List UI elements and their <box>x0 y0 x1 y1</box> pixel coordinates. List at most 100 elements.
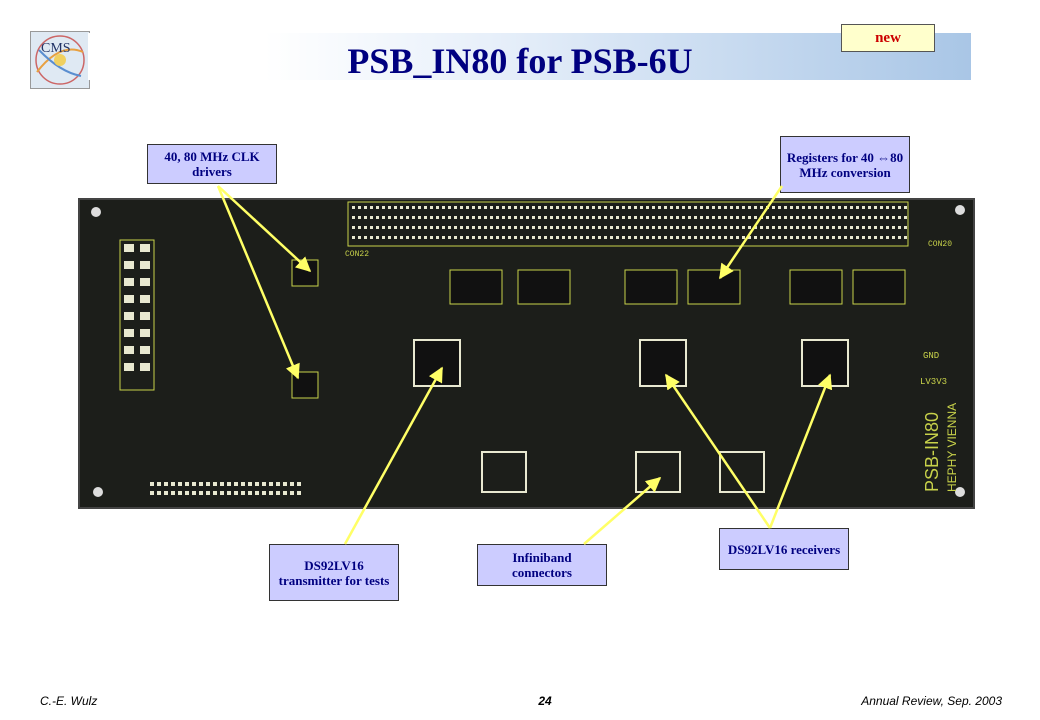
dip-switch <box>140 329 150 337</box>
connector-pin <box>592 236 595 239</box>
connector-pin <box>406 236 409 239</box>
connector-pin <box>712 236 715 239</box>
connector-pin <box>370 216 373 219</box>
connector-pin <box>808 226 811 229</box>
connector-pin <box>730 226 733 229</box>
header-pin <box>171 482 175 486</box>
header-pin <box>206 491 210 495</box>
title-band <box>88 33 971 80</box>
connector-pin <box>502 226 505 229</box>
connector-pin <box>706 216 709 219</box>
connector-pin <box>856 226 859 229</box>
connector-pin <box>520 226 523 229</box>
connector-pin <box>502 236 505 239</box>
connector-pin <box>430 236 433 239</box>
connector-pin <box>478 206 481 209</box>
connector-pin <box>772 216 775 219</box>
connector-pin <box>670 236 673 239</box>
connector-pin <box>844 226 847 229</box>
connector-pin <box>520 206 523 209</box>
connector-pin <box>820 216 823 219</box>
connector-pin <box>610 216 613 219</box>
connector-pin <box>874 226 877 229</box>
header-pin <box>290 491 294 495</box>
connector-pin <box>898 226 901 229</box>
connector-pin <box>634 206 637 209</box>
dip-switch <box>140 346 150 354</box>
connector-pin <box>814 206 817 209</box>
connector-pin <box>754 216 757 219</box>
connector-pin <box>862 216 865 219</box>
footer-event: Annual Review, Sep. 2003 <box>861 694 1002 708</box>
connector-pin <box>478 226 481 229</box>
connector-pin <box>724 216 727 219</box>
connector-pin <box>364 236 367 239</box>
connector-pin <box>892 206 895 209</box>
connector-pin <box>592 226 595 229</box>
connector-pin <box>616 206 619 209</box>
connector-pin <box>652 216 655 219</box>
connector-pin <box>448 226 451 229</box>
header-pin <box>199 491 203 495</box>
connector-pin <box>424 226 427 229</box>
connector-pin <box>700 216 703 219</box>
connector-pin <box>856 236 859 239</box>
connector-pin <box>832 216 835 219</box>
connector-pin <box>616 236 619 239</box>
connector-pin <box>562 206 565 209</box>
connector-pin <box>628 216 631 219</box>
header-pin <box>227 491 231 495</box>
connector-pin <box>652 236 655 239</box>
connector-pin <box>718 216 721 219</box>
connector-pin <box>790 226 793 229</box>
connector-pin <box>664 206 667 209</box>
connector-pin <box>634 216 637 219</box>
connector-pin <box>736 236 739 239</box>
connector-pin <box>352 206 355 209</box>
connector-pin <box>358 226 361 229</box>
connector-pin <box>904 236 907 239</box>
connector-pin <box>490 216 493 219</box>
connector-pin <box>748 206 751 209</box>
footer-author: C.-E. Wulz <box>40 694 98 708</box>
connector-pin <box>394 206 397 209</box>
connector-pin <box>874 216 877 219</box>
connector-pin <box>364 216 367 219</box>
connector-pin <box>778 206 781 209</box>
header-pin <box>297 482 301 486</box>
header-pin <box>178 482 182 486</box>
connector-pin <box>868 236 871 239</box>
connector-pin <box>868 216 871 219</box>
dip-switch <box>140 244 150 252</box>
connector-pin <box>694 236 697 239</box>
dip-switch <box>124 363 134 371</box>
connector-pin <box>562 236 565 239</box>
connector-pin <box>694 216 697 219</box>
dip-switch <box>140 261 150 269</box>
header-pin <box>157 482 161 486</box>
connector-pin <box>394 226 397 229</box>
connector-pin <box>904 226 907 229</box>
connector-pin <box>424 216 427 219</box>
header-pin <box>241 491 245 495</box>
connector-pin <box>742 216 745 219</box>
connector-pin <box>412 216 415 219</box>
connector-pin <box>790 236 793 239</box>
connector-pin <box>538 206 541 209</box>
connector-pin <box>754 236 757 239</box>
callout-clk-drivers: 40, 80 MHz CLK drivers <box>147 144 277 184</box>
connector-pin <box>550 226 553 229</box>
header-pin <box>276 491 280 495</box>
register-chips <box>449 269 906 305</box>
header-pin <box>164 482 168 486</box>
infiniband-connectors <box>481 451 765 493</box>
connector-pin <box>406 216 409 219</box>
connector-pin <box>778 226 781 229</box>
connector-pin <box>712 216 715 219</box>
connector-pin <box>706 206 709 209</box>
new-badge: new <box>841 24 935 52</box>
connector-pin <box>376 236 379 239</box>
connector-pin <box>712 226 715 229</box>
header-pin <box>164 491 168 495</box>
